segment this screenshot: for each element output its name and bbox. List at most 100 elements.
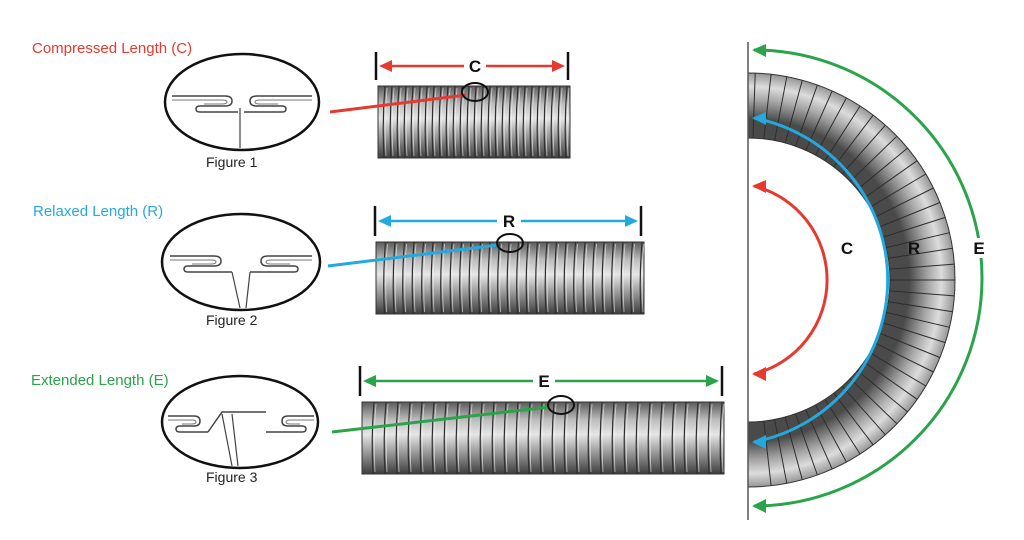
bend-label-e: E xyxy=(973,239,984,258)
figure-3-fold-left xyxy=(168,415,208,433)
hose-rib xyxy=(707,401,711,475)
hose-rib xyxy=(419,401,423,475)
hose-rib-highlight xyxy=(594,243,597,313)
figure-1-leader-line xyxy=(329,93,467,114)
hose-rib xyxy=(473,85,477,159)
hose-rib xyxy=(659,401,663,475)
figure-1-fold-right-inner xyxy=(254,99,312,105)
relaxed-dim-label: R xyxy=(503,212,515,231)
hose-rib xyxy=(671,401,675,475)
hose-rib-highlight xyxy=(538,87,542,157)
figure-1-caption: Figure 1 xyxy=(206,154,258,170)
figure-2-leader-line xyxy=(327,243,499,268)
hose-rib-highlight xyxy=(613,243,616,313)
hose-rib xyxy=(371,401,375,475)
hose-rib xyxy=(544,241,548,315)
hose-rib xyxy=(535,241,539,315)
bend-rib xyxy=(857,370,908,413)
hose-rib-highlight xyxy=(481,403,485,473)
figure-3-seam xyxy=(221,413,239,467)
hose-rib-highlight xyxy=(503,87,507,157)
bend-label-c: C xyxy=(841,239,853,258)
bend-rib xyxy=(833,392,874,446)
hose-rib xyxy=(392,241,396,315)
bend-rib xyxy=(841,124,886,175)
hose-rib-highlight xyxy=(565,403,569,473)
bend-rib xyxy=(824,105,861,161)
bend-rib xyxy=(889,263,955,270)
hose-rib-highlight xyxy=(447,87,451,157)
hose-rib-highlight xyxy=(524,87,528,157)
figure-2-seam xyxy=(231,271,251,309)
hose-rib xyxy=(402,241,406,315)
bend-rib xyxy=(879,332,941,358)
hose-rib xyxy=(719,401,723,475)
bend-rib xyxy=(824,399,861,455)
figure-2-fold-right xyxy=(250,255,312,273)
bend-rib xyxy=(863,160,918,199)
hose-rib-highlight xyxy=(622,243,626,313)
hose-rib xyxy=(506,241,510,315)
bend-rib xyxy=(857,147,908,190)
hose-rib-highlight xyxy=(552,87,556,157)
figure-3-bridge xyxy=(207,411,266,433)
compressed-hose xyxy=(377,85,571,159)
hose-rib-highlight xyxy=(566,87,570,157)
bend-rib xyxy=(883,216,946,238)
bend-rib xyxy=(869,173,927,208)
hose-rib xyxy=(431,401,435,475)
hose-rib-highlight xyxy=(649,403,653,473)
hose-rib xyxy=(480,85,484,159)
figure-1-fold-left-inner xyxy=(172,99,228,105)
bend-rib xyxy=(889,290,955,297)
hose-rib-highlight xyxy=(575,243,578,313)
bent-hose xyxy=(747,72,956,488)
figure-2-fold-left xyxy=(170,255,232,273)
bend-label-r: R xyxy=(908,239,920,258)
hose-rib-highlight xyxy=(584,243,588,313)
hose-rib xyxy=(445,85,449,159)
hose-rib-highlight xyxy=(496,87,500,157)
bend-rib xyxy=(886,232,950,249)
hose-rib xyxy=(494,85,498,159)
hose-rib-highlight xyxy=(577,403,581,473)
hose-rib-highlight xyxy=(613,403,617,473)
hose-rib xyxy=(417,85,421,159)
hose-rib xyxy=(601,241,605,315)
hose-rib xyxy=(587,401,591,475)
extended-length-heading: Extended Length (E) xyxy=(31,372,169,389)
extended-rib-marker xyxy=(547,395,575,415)
hose-rib-highlight xyxy=(433,87,437,157)
bend-rib xyxy=(869,352,927,387)
hose-rib-highlight xyxy=(637,403,641,473)
hose-rib xyxy=(424,85,428,159)
hose-rib xyxy=(403,85,407,159)
hose-rib-highlight xyxy=(433,403,437,473)
bend-rib xyxy=(849,378,898,425)
hose-rib-highlight xyxy=(531,87,535,157)
hose-rib-highlight xyxy=(673,403,677,473)
hose-rib xyxy=(564,85,568,159)
bend-rib xyxy=(795,84,818,147)
hose-rib-highlight xyxy=(625,403,629,473)
relaxed-dimension: R xyxy=(373,206,643,236)
hose-rib xyxy=(647,401,651,475)
hose-rib-highlight xyxy=(398,87,402,157)
relaxed-length-heading: Relaxed Length (R) xyxy=(33,203,164,220)
hose-rib xyxy=(410,85,414,159)
figure-2-fold-right-inner xyxy=(265,259,312,265)
bend-rib xyxy=(763,421,772,486)
hose-rib xyxy=(395,401,399,475)
hose-rib-highlight xyxy=(419,87,423,157)
hose-rib xyxy=(575,401,579,475)
bend-rib xyxy=(886,311,950,328)
figure-1-fold-left xyxy=(172,95,238,113)
hose-rib xyxy=(543,85,547,159)
hose-rib xyxy=(508,85,512,159)
bend-rib xyxy=(863,361,918,400)
bend-rib xyxy=(784,80,803,144)
hose-rib-highlight xyxy=(413,243,417,313)
hose-rib xyxy=(592,241,596,315)
hose-rib xyxy=(449,241,453,315)
